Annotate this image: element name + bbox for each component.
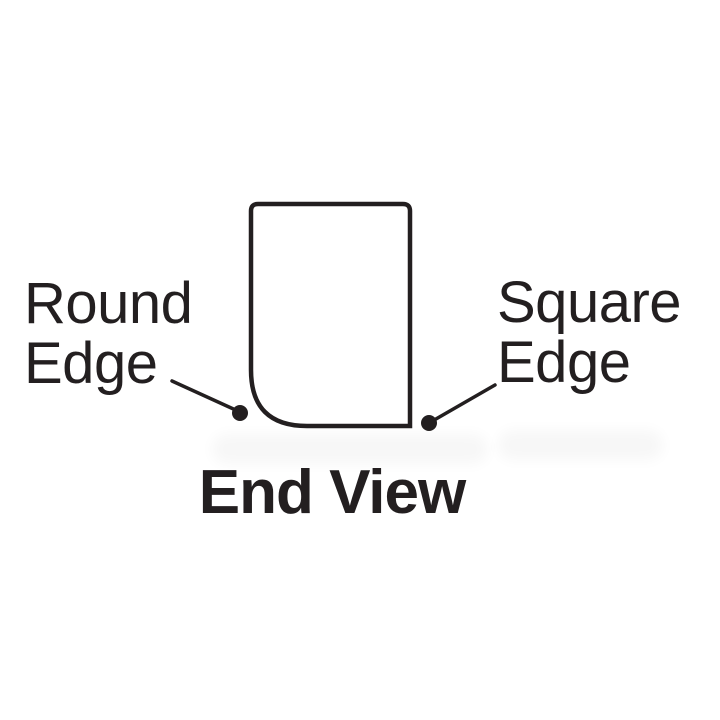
board-end-profile-shape [248,201,413,429]
square-edge-leader-line [427,383,497,425]
end-view-title: End View [198,458,467,527]
square-edge-label-line1: Square [497,270,682,335]
round-edge-label: Round Edge [24,271,193,396]
round-edge-label-line2: Edge [24,331,158,396]
round-edge-dot [232,405,248,421]
round-edge-label-line1: Round [24,271,193,336]
square-edge-label: Square Edge [497,270,682,395]
round-edge-leader-line [170,379,242,414]
square-edge-label-line2: Edge [497,330,631,395]
square-edge-dot [421,415,437,431]
